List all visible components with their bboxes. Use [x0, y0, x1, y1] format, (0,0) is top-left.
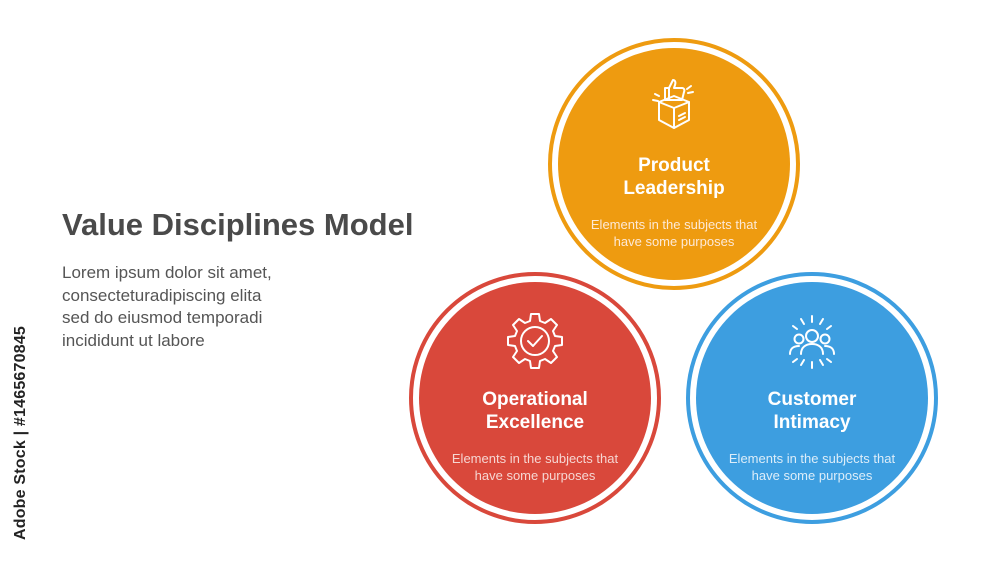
- heading-line: Operational: [482, 389, 588, 410]
- product-leadership-body: Elements in the subjects that have some …: [591, 216, 757, 250]
- people-group-icon: [789, 315, 835, 369]
- heading-line: Customer: [767, 389, 857, 410]
- operational-excellence-content: Operational Excellence Elements in the s…: [419, 282, 651, 514]
- body-line: Elements in the subjects that: [590, 217, 758, 232]
- heading-line: Excellence: [485, 412, 585, 433]
- body-line: Elements in the subjects that: [451, 451, 619, 466]
- body-line: Elements in the subjects that: [728, 451, 896, 466]
- description-text: Lorem ipsum dolor sit amet, consectetura…: [62, 262, 362, 352]
- heading-line: Product: [638, 155, 710, 176]
- customer-intimacy-circle: Customer Intimacy Elements in the subjec…: [686, 272, 938, 524]
- product-leadership-circle: Product Leadership Elements in the subje…: [548, 38, 800, 290]
- description-line: consecteturadipiscing elita: [62, 285, 262, 305]
- customer-intimacy-content: Customer Intimacy Elements in the subjec…: [696, 282, 928, 514]
- body-line: have some purposes: [474, 468, 596, 483]
- description-line: Lorem ipsum dolor sit amet,: [62, 263, 272, 282]
- body-line: have some purposes: [613, 234, 735, 249]
- description-line: sed do eiusmod temporadi: [62, 308, 263, 327]
- body-line: have some purposes: [751, 468, 873, 483]
- stock-watermark-text: Adobe Stock | #1465670845: [12, 325, 30, 540]
- operational-excellence-heading: Operational Excellence: [482, 388, 588, 434]
- heading-line: Intimacy: [773, 412, 851, 433]
- customer-intimacy-heading: Customer Intimacy: [768, 388, 857, 434]
- box-thumbs-up-icon: [652, 79, 694, 129]
- operational-excellence-body: Elements in the subjects that have some …: [452, 450, 618, 484]
- stock-watermark: Adobe Stock | #1465670845: [10, 315, 32, 550]
- page-title: Value Disciplines Model: [62, 207, 414, 242]
- operational-excellence-circle: Operational Excellence Elements in the s…: [409, 272, 661, 524]
- gear-check-icon: [507, 313, 563, 369]
- product-leadership-content: Product Leadership Elements in the subje…: [558, 48, 790, 280]
- heading-line: Leadership: [623, 178, 725, 199]
- description-line: incididunt ut labore: [62, 330, 205, 350]
- product-leadership-heading: Product Leadership: [623, 154, 724, 200]
- customer-intimacy-body: Elements in the subjects that have some …: [729, 450, 895, 484]
